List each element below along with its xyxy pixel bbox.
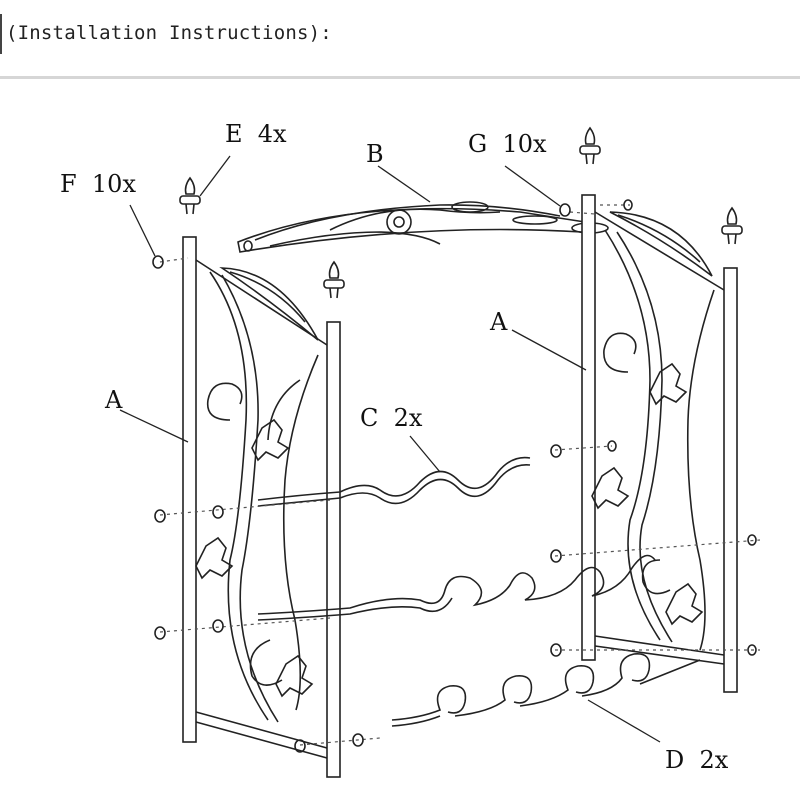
- leader-lines: [119, 155, 661, 743]
- callout-d-coiled-rail: D 2x: [665, 746, 729, 774]
- right-side-frame-part-a: [581, 194, 738, 693]
- callout-a-left-frame: A: [104, 386, 123, 414]
- header-divider: [0, 76, 800, 79]
- screws-and-bolts: [152, 199, 761, 753]
- callout-e-finials: E 4x: [225, 120, 287, 148]
- instructions-header: (Installation Instructions):: [0, 0, 800, 76]
- callout-g-bolts: G 10x: [468, 130, 547, 158]
- callout-a-right-frame: A: [489, 308, 508, 336]
- finial-caps-part-e: [179, 126, 743, 299]
- top-bar-part-b: [237, 201, 609, 253]
- callout-b-top-bar: B: [366, 140, 384, 168]
- left-side-frame-part-a: [182, 236, 341, 778]
- coiled-rail-part-d: [391, 653, 701, 727]
- callout-f-screws: F 10x: [60, 170, 136, 198]
- instructions-title: (Installation Instructions):: [6, 22, 332, 44]
- header-edge-bar: [0, 14, 2, 54]
- callout-c-wavy-rail: C 2x: [360, 404, 423, 432]
- wavy-rails-part-c: [257, 456, 656, 621]
